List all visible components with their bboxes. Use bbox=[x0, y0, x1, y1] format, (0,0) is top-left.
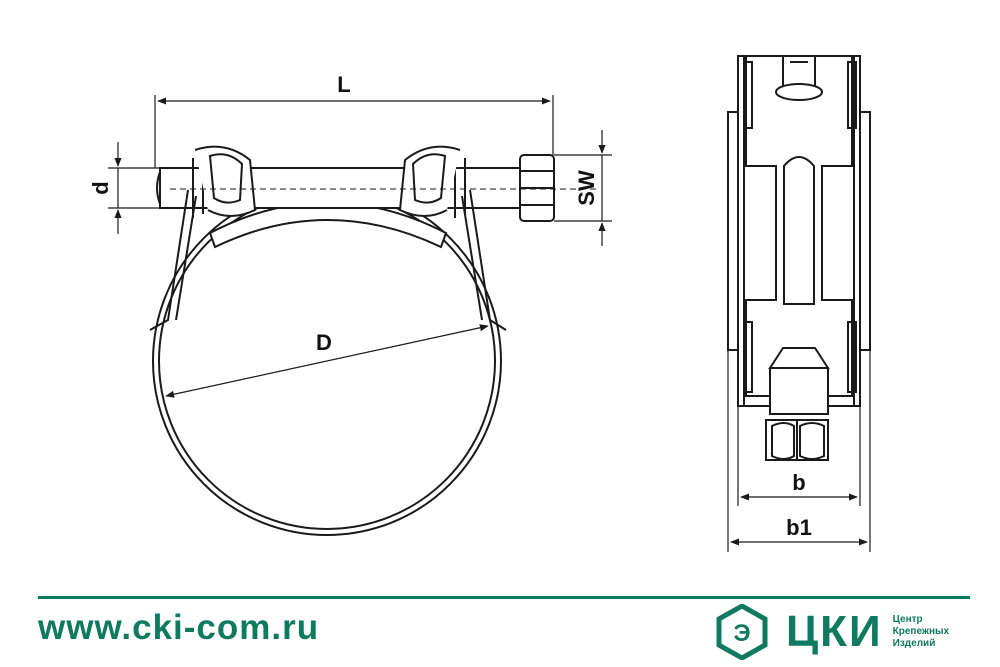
right-trunnion bbox=[398, 145, 507, 331]
label-L: L bbox=[337, 72, 350, 97]
label-SW: SW bbox=[574, 170, 599, 206]
dimension-b bbox=[737, 406, 861, 506]
label-d: d bbox=[88, 181, 113, 194]
brand-name: ЦКИ bbox=[786, 607, 883, 656]
dimension-D bbox=[165, 324, 489, 398]
side-bolt-bottom bbox=[765, 347, 830, 461]
nut bbox=[519, 154, 555, 222]
brand-tagline-line: Изделий bbox=[892, 638, 936, 649]
left-trunnion bbox=[149, 145, 257, 331]
dimension-d bbox=[108, 142, 160, 234]
logo-letter: Э bbox=[733, 620, 750, 647]
dimension-L bbox=[154, 95, 554, 168]
bolt-slot bbox=[783, 156, 815, 305]
dimension-SW bbox=[554, 130, 612, 246]
clamp-drawing: L d SW D bbox=[88, 55, 871, 552]
brand-tagline-line: Центр bbox=[892, 614, 923, 625]
brand-tagline: Центр Крепежных Изделий bbox=[893, 614, 949, 650]
label-D: D bbox=[316, 330, 332, 355]
website-url[interactable]: www.cki-com.ru bbox=[38, 608, 320, 647]
label-b1: b1 bbox=[786, 515, 812, 540]
side-bolt-top bbox=[775, 55, 823, 101]
side-view bbox=[727, 55, 871, 461]
front-view bbox=[149, 145, 600, 536]
brand-block: Э ЦКИ Центр Крепежных Изделий bbox=[716, 604, 949, 660]
brand-tagline-line: Крепежных bbox=[892, 626, 950, 637]
brand-logo-icon: Э bbox=[716, 604, 768, 660]
label-b: b bbox=[792, 470, 805, 495]
dimension-b1 bbox=[727, 350, 871, 552]
footer-divider bbox=[38, 596, 970, 599]
